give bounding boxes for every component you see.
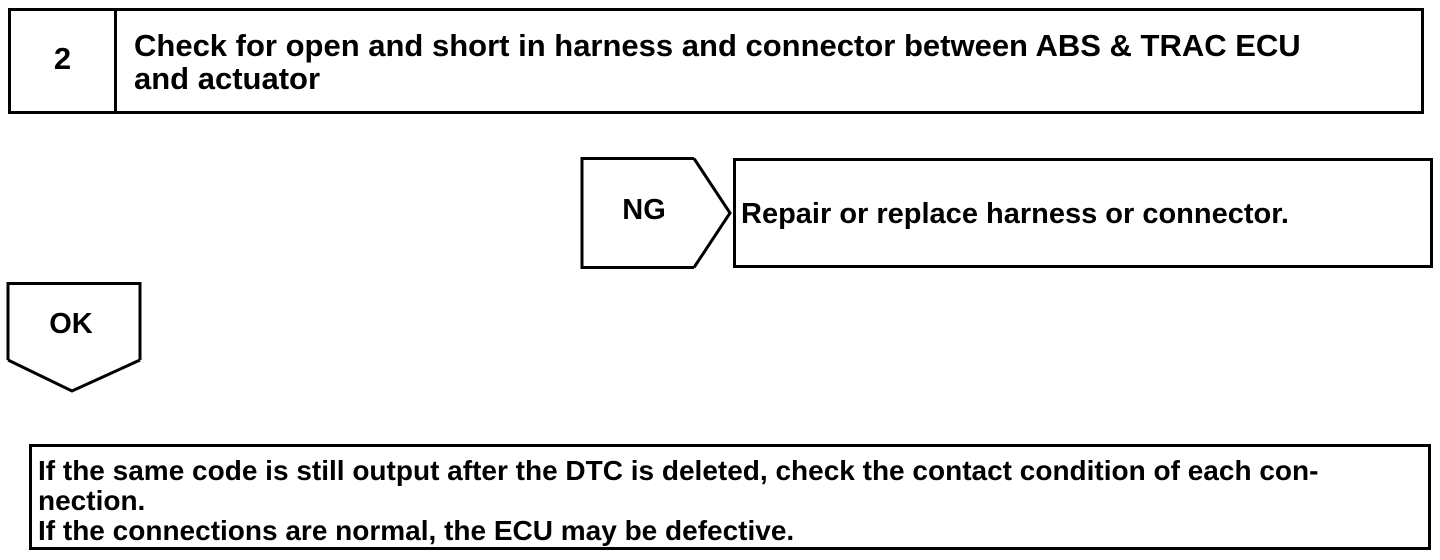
note-line-1: If the same code is still output after t… — [38, 455, 1319, 486]
note-text: If the same code is still output after t… — [38, 456, 1424, 546]
note-line-2: nection. — [38, 485, 146, 516]
step-number: 2 — [11, 11, 117, 111]
ng-arrow-shape — [580, 157, 732, 269]
ok-label: OK — [49, 308, 93, 340]
step-header-box: 2 Check for open and short in harness an… — [8, 8, 1424, 114]
ok-arrow-shape — [6, 282, 142, 393]
ng-result-text: Repair or replace harness or connector. — [741, 198, 1289, 230]
note-box: If the same code is still output after t… — [29, 444, 1431, 550]
note-line-3: If the connections are normal, the ECU m… — [38, 515, 795, 546]
step-title: Check for open and short in harness and … — [134, 29, 1404, 95]
step-title-line-1: Check for open and short in harness and … — [134, 28, 1301, 63]
step-title-line-2: and actuator — [134, 61, 321, 96]
ng-label: NG — [622, 194, 666, 226]
ng-result-box: Repair or replace harness or connector. — [733, 158, 1433, 268]
